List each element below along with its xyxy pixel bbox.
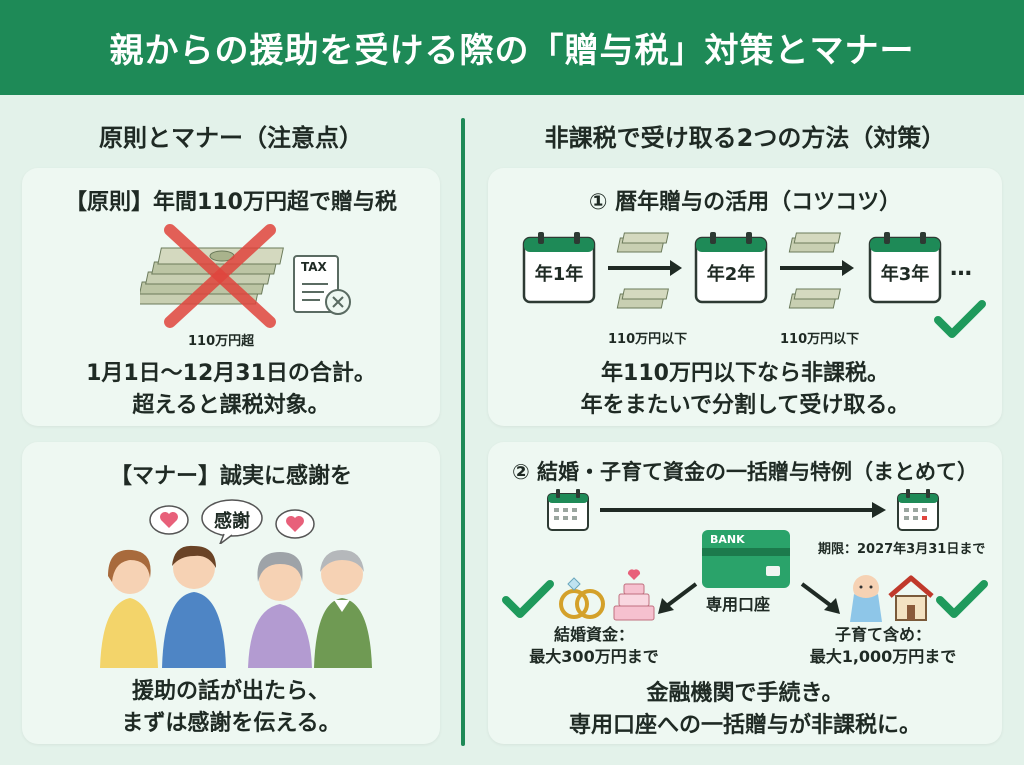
page-title: 親からの援助を受ける際の「贈与税」対策とマナー — [109, 31, 915, 71]
baby-icon — [850, 575, 882, 622]
young-man-figure — [162, 545, 226, 668]
left-column-title: 原則とマナー（注意点） — [99, 124, 363, 152]
child-text: 子育て含め： 最大1,000万円まで — [808, 624, 958, 669]
manner-card: 【マナー】誠実に感謝を 感謝 — [22, 442, 440, 744]
arrow-right-icon — [608, 260, 682, 276]
calendar-year-3-label: 年3年 — [880, 264, 930, 285]
method1-title: ① 暦年贈与の活用（コツコツ） — [588, 190, 902, 215]
column-divider — [461, 118, 465, 746]
cross-icon — [164, 224, 276, 328]
calendar-icon — [694, 232, 768, 304]
heart-bubble-icon — [275, 509, 315, 539]
house-icon — [888, 575, 934, 621]
principle-text: 1月1日～12月31日の合計。 超えると課税対象。 — [22, 358, 440, 422]
arrow-right-icon — [780, 260, 854, 276]
young-woman-figure — [100, 549, 158, 668]
check-icon — [934, 300, 986, 338]
check-icon — [936, 580, 988, 618]
method1-card: ① 暦年贈与の活用（コツコツ） 年1年 110万円以下 年2年 — [488, 168, 1002, 426]
grandfather-figure — [314, 550, 372, 668]
grandmother-figure — [248, 552, 312, 668]
card-chip — [766, 566, 780, 576]
heart-bubble-icon — [149, 505, 189, 535]
method2-text-line1: 金融機関で手続き。 — [646, 681, 844, 706]
marriage-text: 結婚資金： 最大300万円まで — [524, 624, 664, 669]
money-label: 110万円超 — [188, 334, 255, 349]
money-bundle-icon — [616, 232, 669, 253]
principle-text-line2: 超えると課税対象。 — [132, 392, 330, 418]
wedding-rings-icon — [559, 577, 605, 619]
principle-text-line1: 1月1日～12月31日の合計。 — [86, 361, 376, 386]
method2-text-line2: 専用口座への一括贈与が非課税に。 — [568, 712, 921, 738]
child-line2: 最大1,000万円まで — [809, 647, 957, 667]
manner-text: 援助の話が出たら、 まずは感謝を伝える。 — [22, 676, 440, 740]
marriage-line2: 最大300万円まで — [529, 647, 659, 667]
calendar-year-1-label: 年1年 — [534, 264, 584, 285]
method1-text: 年110万円以下なら非課税。 年をまたいで分割して受け取る。 — [488, 358, 1002, 422]
calendar-year-2: 年2年 — [694, 230, 768, 304]
calendar-small-icon — [897, 489, 939, 531]
arrow-down-left-icon — [658, 582, 698, 614]
method2-text: 金融機関で手続き。 専用口座への一括贈与が非課税に。 — [488, 678, 1002, 742]
thanks-bubble: 感謝 — [200, 498, 264, 544]
money-bundle-icon — [788, 288, 841, 309]
calendar-year-2-label: 年2年 — [706, 264, 756, 285]
money-bundle-icon — [788, 232, 841, 253]
manner-text-line2: まずは感謝を伝える。 — [121, 710, 341, 736]
marriage-line1: 結婚資金： — [553, 625, 634, 644]
calendar-icon — [868, 232, 942, 304]
amount-label-1: 110万円以下 — [608, 332, 688, 347]
method2-title: ② 結婚・子育て資金の一括贈与特例（まとめて） — [511, 460, 979, 484]
check-icon — [502, 580, 554, 618]
method1-text-line1: 年110万円以下なら非課税。 — [601, 361, 889, 386]
principle-card: 【原則】年間110万円超で贈与税 110万円超 TAX 1月1日～12月31日の… — [22, 168, 440, 426]
calendar-small-icon — [547, 489, 589, 531]
wedding-cake-icon — [613, 569, 655, 621]
bank-card-icon: BANK — [702, 530, 790, 588]
bank-word: BANK — [710, 533, 745, 546]
amount-label-2: 110万円以下 — [780, 332, 860, 347]
method2-card: ② 結婚・子育て資金の一括贈与特例（まとめて） 期限：2027年3月31日まで … — [488, 442, 1002, 744]
arrow-down-right-icon — [800, 582, 840, 614]
tax-label: TAX — [301, 260, 327, 274]
family-illustration — [100, 545, 372, 668]
thanks-bubble-label: 感謝 — [214, 511, 250, 532]
long-arrow-right-icon — [600, 502, 886, 518]
tax-document-icon — [293, 255, 351, 315]
header-banner: 親からの援助を受ける際の「贈与税」対策とマナー — [0, 0, 1024, 95]
manner-text-line1: 援助の話が出たら、 — [131, 679, 330, 704]
right-column-title: 非課税で受け取る2つの方法（対策） — [544, 124, 946, 152]
calendar-year-1: 年1年 — [522, 230, 596, 304]
account-label: 専用口座 — [706, 595, 771, 614]
card-stripe — [702, 548, 790, 556]
speech-bubble-icon — [201, 499, 263, 544]
deadline-label: 期限：2027年3月31日まで — [818, 542, 986, 557]
manner-title: 【マナー】誠実に感謝を — [109, 464, 352, 489]
calendar-icon — [522, 232, 596, 304]
child-line1: 子育て含め： — [834, 625, 931, 644]
money-bundle-icon — [616, 288, 669, 309]
calendar-year-3: 年3年 — [868, 230, 942, 304]
method1-text-line2: 年をまたいで分割して受け取る。 — [580, 392, 910, 418]
ellipsis: … — [950, 256, 972, 281]
principle-title: 【原則】年間110万円超で贈与税 — [65, 190, 397, 215]
